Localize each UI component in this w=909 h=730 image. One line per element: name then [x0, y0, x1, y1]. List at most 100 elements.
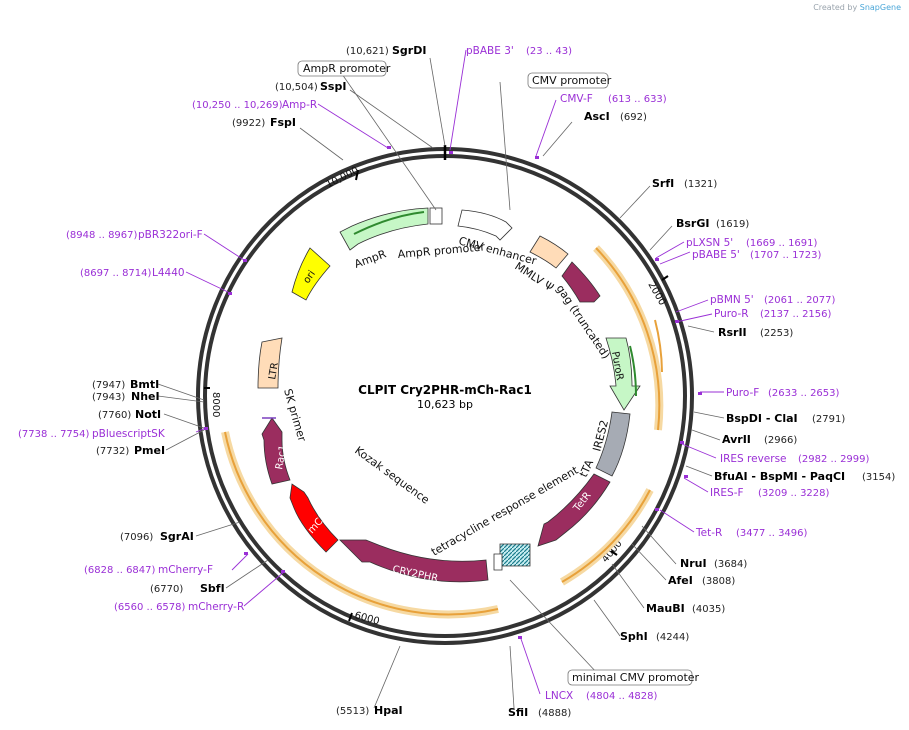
rac1-feature — [261, 417, 291, 485]
primer-name-ires-reverse: IRES reverse — [720, 453, 787, 465]
primer-name-ires-f: IRES-F — [710, 487, 744, 499]
enzyme-pos-avrii: (2966) — [764, 435, 797, 446]
enzyme-name-rsrii: RsrII — [718, 326, 747, 339]
ltr-feature — [257, 337, 283, 389]
primer-name-plxsn5: pLXSN 5' — [686, 237, 733, 249]
enzyme-name-avrii: AvrII — [722, 433, 751, 446]
primer-name-pbr322ori-f: pBR322ori-F — [138, 229, 203, 241]
primer-name-pbabe3: pBABE 3' — [466, 45, 514, 57]
primer-range-pbabe5: (1707 .. 1723) — [750, 250, 822, 261]
mmlv-psi-feature — [529, 235, 569, 269]
primer-name-puro-f: Puro-F — [726, 387, 759, 399]
orf-arc-left-line — [224, 431, 499, 616]
tick-mark-2000 — [661, 275, 669, 281]
primer-marks — [204, 146, 702, 639]
enzyme-name-afei: AfeI — [668, 574, 693, 587]
enzyme-name-bfuai-bspmi-paqci: BfuAI - BspMI - PaqCI — [714, 470, 845, 483]
enzyme-name-sfii: SfiI — [508, 706, 528, 719]
plasmid-name: CLPIT Cry2PHR-mCh-Rac1 — [358, 383, 532, 397]
primer-range-cmv-f: (613 .. 633) — [608, 94, 667, 105]
primer-range-plxsn5: (1669 .. 1691) — [746, 238, 818, 249]
puror-feature — [605, 337, 641, 411]
tick-mark-4000 — [610, 550, 618, 556]
watermark-created-by: Created by — [813, 3, 858, 12]
primer-name-amp-r: Amp-R — [282, 99, 317, 111]
ampr-primer-arrow — [353, 211, 425, 235]
boxed-minimal-cmv-promoter: minimal CMV promoter — [572, 671, 700, 684]
primer-range-amp-r: (10,250 .. 10,269) — [192, 100, 283, 111]
minimal-cmv-promoter-box — [567, 669, 693, 686]
plasmid-size: 10,623 bp — [417, 398, 473, 411]
enzyme-pos-maubi: (4035) — [692, 604, 725, 615]
primer-range-l4440: (8697 .. 8714) — [80, 268, 152, 279]
tetr-feature — [537, 473, 611, 547]
primer-range-pbr322ori-f: (8948 .. 8967) — [66, 230, 138, 241]
enzyme-pos-bsrgi: (1619) — [716, 219, 749, 230]
enzyme-pos-sfii: (4888) — [538, 708, 571, 719]
primer-name-l4440: L4440 — [152, 267, 185, 279]
watermark: Created by SnapGene — [813, 3, 901, 12]
enzyme-name-sphi: SphI — [620, 630, 648, 643]
primer-name-mcherry-r: mCherry-R — [188, 601, 244, 613]
snapgene-logo: SnapGene — [859, 3, 901, 12]
enzyme-name-sgrdi: SgrDI — [392, 44, 426, 57]
enzyme-pos-srfi: (1321) — [684, 179, 717, 190]
ires2-feature — [595, 411, 631, 477]
cry2phr-feature — [339, 539, 489, 583]
boxed-labels: AmpR promoter CMV promoter minimal CMV p… — [297, 60, 700, 686]
enzyme-pos-sbfi: (6770) — [150, 584, 183, 595]
primer-name-lncx: LNCX — [545, 690, 573, 702]
primer-range-puro-f: (2633 .. 2653) — [768, 388, 840, 399]
primer-range-pbluescriptsk: (7738 .. 7754) — [18, 429, 90, 440]
primer-range-mcherry-f: (6828 .. 6847) — [84, 565, 156, 576]
primer-range-tet-r: (3477 .. 3496) — [736, 528, 808, 539]
enzyme-pos-nrui: (3684) — [714, 559, 747, 570]
enzyme-pos-asci: (692) — [620, 112, 647, 123]
enzyme-name-nhei: NheI — [131, 390, 160, 403]
primer-name-pbmn5: pBMN 5' — [710, 294, 754, 306]
enzyme-name-fspi: FspI — [270, 116, 296, 129]
enzyme-name-bsrgi: BsrGI — [676, 217, 709, 230]
enzyme-pos-pmei: (7732) — [96, 446, 129, 457]
ampr-promoter-feature — [429, 207, 443, 225]
mcherry-feature — [289, 483, 339, 553]
ampr-promoter-box — [297, 60, 387, 77]
enzyme-pos-sspi: (10,504) — [275, 82, 318, 93]
enzyme-name-asci: AscI — [584, 110, 610, 123]
enzyme-pos-nhei: (7943) — [92, 392, 125, 403]
primer-range-pbmn5: (2061 .. 2077) — [764, 295, 836, 306]
enzyme-pos-bspdi-clai: (2791) — [812, 414, 845, 425]
enzyme-pos-bfuai-bspmi-paqci: (3154) — [862, 472, 895, 483]
primer-name-pbabe5: pBABE 5' — [692, 249, 740, 261]
cmv-promoter-box — [527, 72, 609, 89]
enzyme-pos-fspi: (9922) — [232, 118, 265, 129]
label-sk-primer: SK primer — [281, 387, 309, 443]
enzyme-pos-rsrii: (2253) — [760, 328, 793, 339]
primer-name-pbluescriptsk: pBluescriptSK — [92, 428, 166, 440]
ori-feature — [291, 247, 331, 301]
label-ampr: AmpR — [353, 247, 389, 271]
enzyme-name-srfi: SrfI — [652, 177, 674, 190]
boxed-cmv-promoter: CMV promoter — [532, 74, 612, 87]
enzyme-name-bspdi-clai: BspDI - ClaI — [726, 412, 798, 425]
primer-range-mcherry-r: (6560 .. 6578) — [114, 602, 186, 613]
primer-name-tet-r: Tet-R — [695, 527, 722, 539]
enzyme-pos-hpai: (5513) — [336, 706, 369, 717]
ampr-feature — [339, 207, 429, 251]
enzyme-name-maubi: MauBI — [646, 602, 685, 615]
enzyme-labels: (10,621) SgrDI (10,504) SspI (9922) FspI… — [92, 44, 895, 719]
label-ltr: LTR — [267, 362, 281, 381]
primer-name-mcherry-f: mCherry-F — [158, 564, 213, 576]
primer-range-pbabe3: (23 .. 43) — [526, 46, 572, 57]
tre-feature — [499, 543, 531, 567]
enzyme-name-bmti: BmtI — [130, 378, 159, 391]
primer-range-ires-reverse: (2982 .. 2999) — [798, 454, 870, 465]
tick-mark-6000 — [348, 612, 353, 622]
primer-range-puro-r: (2137 .. 2156) — [760, 309, 832, 320]
orf-arc-inner-right — [654, 319, 663, 373]
primer-range-lncx: (4804 .. 4828) — [586, 691, 658, 702]
cmv-enhancer-feature — [457, 209, 513, 241]
tick-mark-10000 — [355, 169, 359, 181]
orf-arc-outer-right-line — [595, 247, 661, 431]
